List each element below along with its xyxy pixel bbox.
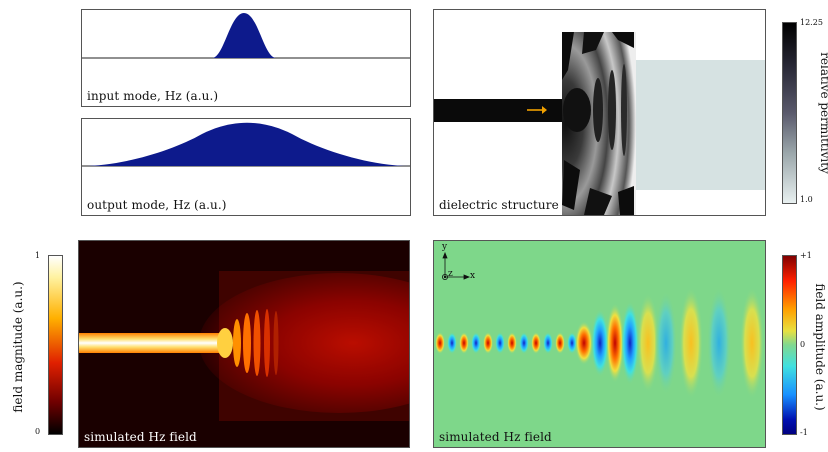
field-magnitude-panel: simulated Hz field	[78, 240, 410, 448]
permittivity-colorbar	[782, 22, 797, 204]
guided-wave-lobe	[435, 332, 445, 354]
guided-wave-lobe	[507, 332, 517, 354]
magnitude-colorbar	[48, 255, 63, 435]
amplitude-title: field amplitude (a.u.)	[813, 283, 827, 411]
guided-wave-lobe	[459, 332, 469, 354]
dielectric-structure-map	[434, 32, 765, 215]
permittivity-title: relative permittivity	[818, 52, 828, 174]
guided-wave-lobe	[543, 332, 553, 354]
guided-wave-lobe	[483, 332, 493, 354]
structure-label: dielectric structure	[439, 198, 559, 212]
guided-wave-lobe	[447, 332, 457, 354]
field-magnitude-map	[79, 241, 409, 447]
guided-wave-lobe	[471, 332, 481, 354]
guided-wave-lobe	[531, 332, 541, 354]
output-mode-panel: output mode, Hz (a.u.)	[81, 118, 411, 216]
input-mode-profile	[82, 13, 410, 59]
input-mode-panel: input mode, Hz (a.u.)	[81, 9, 411, 107]
amplitude-max-tick: +1	[800, 251, 812, 260]
guided-wave-lobe	[555, 332, 565, 354]
magnitude-max-tick: 1	[35, 251, 41, 260]
field-amplitude-panel: y z x simulated Hz field	[433, 240, 766, 448]
guided-wave-lobe	[519, 332, 529, 354]
axis-z-label: z	[448, 269, 453, 279]
field-magnitude-label: simulated Hz field	[84, 430, 197, 444]
amplitude-colorbar	[782, 255, 797, 435]
guided-wave-lobe	[495, 332, 505, 354]
permittivity-min-tick: 1.0	[800, 195, 813, 204]
axis-x-label: x	[470, 271, 476, 281]
guided-wave-lobe	[567, 332, 577, 354]
dielectric-structure-panel: dielectric structure	[433, 9, 766, 216]
field-amplitude-label: simulated Hz field	[439, 430, 552, 444]
magnitude-min-tick: 0	[35, 427, 41, 436]
input-mode-label: input mode, Hz (a.u.)	[87, 89, 219, 103]
axis-y-label: y	[442, 242, 448, 252]
amplitude-mid-tick: 0	[800, 340, 806, 349]
permittivity-max-tick: 12.25	[800, 18, 823, 27]
output-mode-label: output mode, Hz (a.u.)	[87, 198, 227, 212]
amplitude-min-tick: -1	[800, 428, 808, 437]
output-mode-profile	[82, 122, 410, 167]
field-amplitude-map	[434, 241, 765, 447]
magnitude-title: field magnitude (a.u.)	[11, 281, 25, 413]
